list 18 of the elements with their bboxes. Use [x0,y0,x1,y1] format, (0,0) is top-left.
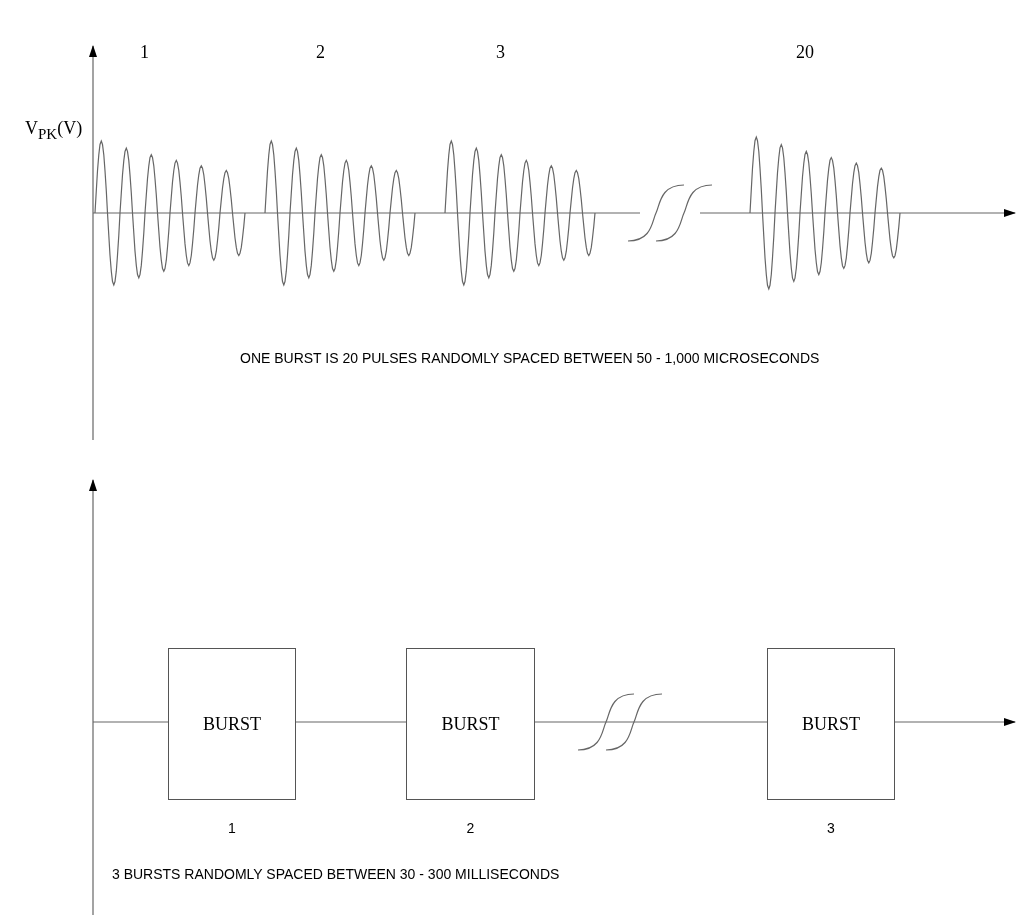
burst-box [168,648,296,800]
pulse-number: 3 [496,42,505,63]
burst-number: 3 [826,820,836,836]
box-label: BURST [203,713,261,735]
pulse-number: 2 [316,42,325,63]
burst-number: 2 [465,820,476,836]
axis-label: V$_{PK}$(V) [25,118,83,143]
pulse-number: 1 [140,42,149,63]
connector-line [534,721,768,723]
caption-text: 3 BURSTS RANDOMLY SPACED BETWEEN 30 - 300 MILLISECONDS [112,866,560,882]
box-label: BURST [441,713,500,735]
pulse-number: 20 [796,42,814,63]
caption-text: ONE BURST IS 20 PULSES RANDOMLY SPACED BETWEEN 50 - 1,000 MICROSECONDS [240,350,820,366]
burst-box [767,648,895,800]
connector-line [295,721,407,723]
box-label: BURST [802,713,860,735]
burst-box [406,648,535,800]
burst-number: 1 [227,820,237,836]
